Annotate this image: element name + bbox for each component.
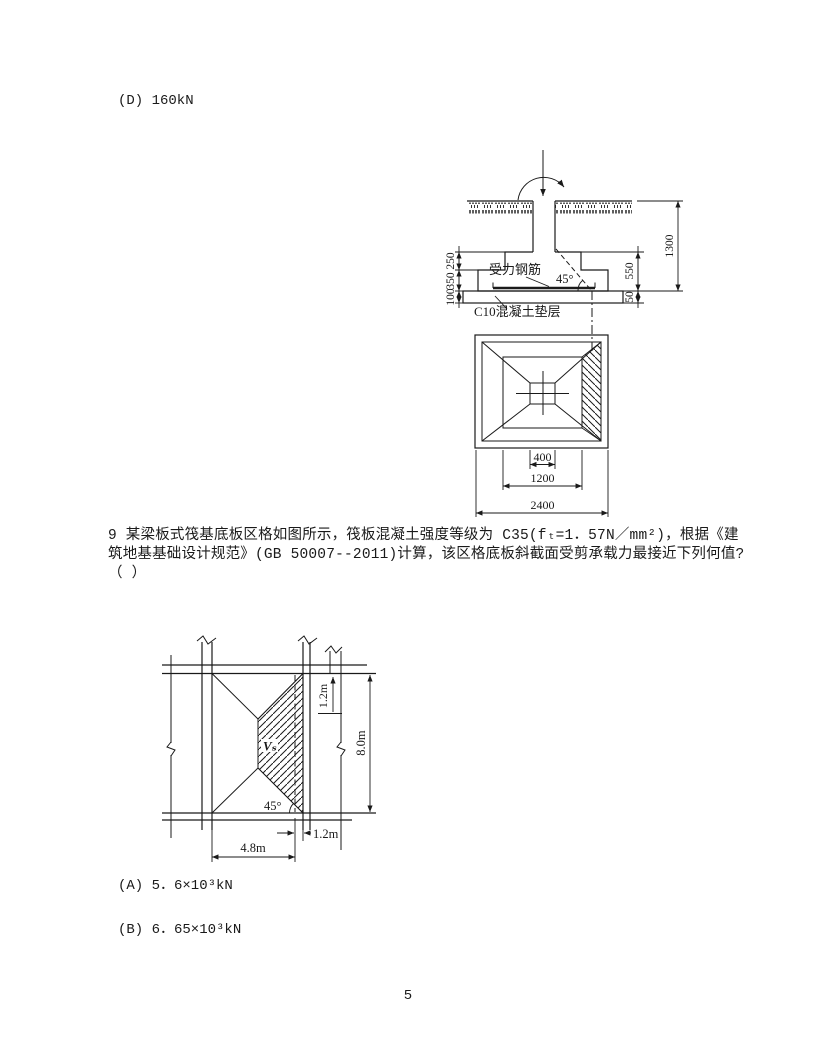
question-9: 9 某梁板式筏基底板区格如图所示，筏板混凝土强度等级为 C35(fₜ=1．57N… <box>108 527 748 584</box>
dim-1300-label: 1300 <box>664 234 676 257</box>
panel-envelope: Vₛ 45° <box>211 672 304 814</box>
bottom-dimensions: 1.2m 4.8m <box>211 818 339 862</box>
footing-plan-view <box>474 334 609 449</box>
shear-45-dashed-line <box>555 248 592 291</box>
ground-line <box>467 200 632 214</box>
cushion-leader-line <box>494 295 508 310</box>
overall-height-dimension: 1300 <box>637 200 683 291</box>
figure1-footing-diagram: 受力钢筋 45° C10混凝土垫层 250 350 100 550 50 1 <box>445 150 683 517</box>
question-line-3: （ ） <box>108 566 147 582</box>
plan-hatched-strip <box>581 341 602 442</box>
dim-250-label: 250 <box>445 252 457 270</box>
angle-45-label: 45° <box>556 272 574 286</box>
dim-1-2m-top-label: 1.2m <box>316 683 330 708</box>
left-dimension-chain: 250 350 100 <box>445 246 505 308</box>
rebar-label: 受力钢筋 <box>489 262 541 277</box>
dim-350-label: 350 <box>445 272 457 290</box>
right-dimensions: 1.2m 8.0m <box>316 675 373 812</box>
plan-dimensions: 400 1200 2400 <box>475 450 609 517</box>
cushion-label: C10混凝土垫层 <box>474 304 561 319</box>
angle-arc <box>289 803 294 814</box>
rebar-leader-line <box>525 276 550 287</box>
angle-arc <box>577 280 583 291</box>
right-dimension-chain: 550 50 <box>581 246 683 308</box>
angle-45-label: 45° <box>264 799 282 813</box>
dim-550-label: 550 <box>624 262 636 280</box>
dim-400-label: 400 <box>534 450 552 464</box>
option-a: (A) 5．6×10³kN <box>118 878 233 894</box>
figure2-raft-panel-diagram: Vₛ 45° 1.2m 8.0m 1.2m 4.8m <box>162 635 376 862</box>
dim-1200-label: 1200 <box>531 471 555 485</box>
footing-section-outline <box>462 201 624 304</box>
dim-4-8m-label: 4.8m <box>240 841 266 855</box>
dim-100-label: 100 <box>445 288 457 306</box>
option-d-previous-question: (D) 160kN <box>118 93 194 109</box>
dim-1-2m-bottom-label: 1.2m <box>313 827 339 841</box>
page-number: 5 <box>403 988 413 1004</box>
dim-2400-label: 2400 <box>531 498 555 512</box>
shear-force-label: Vₛ <box>263 739 277 754</box>
wall-grid-lines <box>166 645 346 850</box>
option-b: (B) 6．65×10³kN <box>118 922 242 938</box>
question-line-1: 9 某梁板式筏基底板区格如图所示，筏板混凝土强度等级为 C35(fₜ=1．57N… <box>108 528 739 544</box>
dim-50-label: 50 <box>624 291 636 303</box>
dim-8-0m-label: 8.0m <box>354 730 368 756</box>
question-line-2: 筑地基基础设计规范》(GB 50007--2011)计算，该区格底板斜截面受剪承… <box>108 547 745 563</box>
load-and-moment-arrows <box>517 150 565 201</box>
